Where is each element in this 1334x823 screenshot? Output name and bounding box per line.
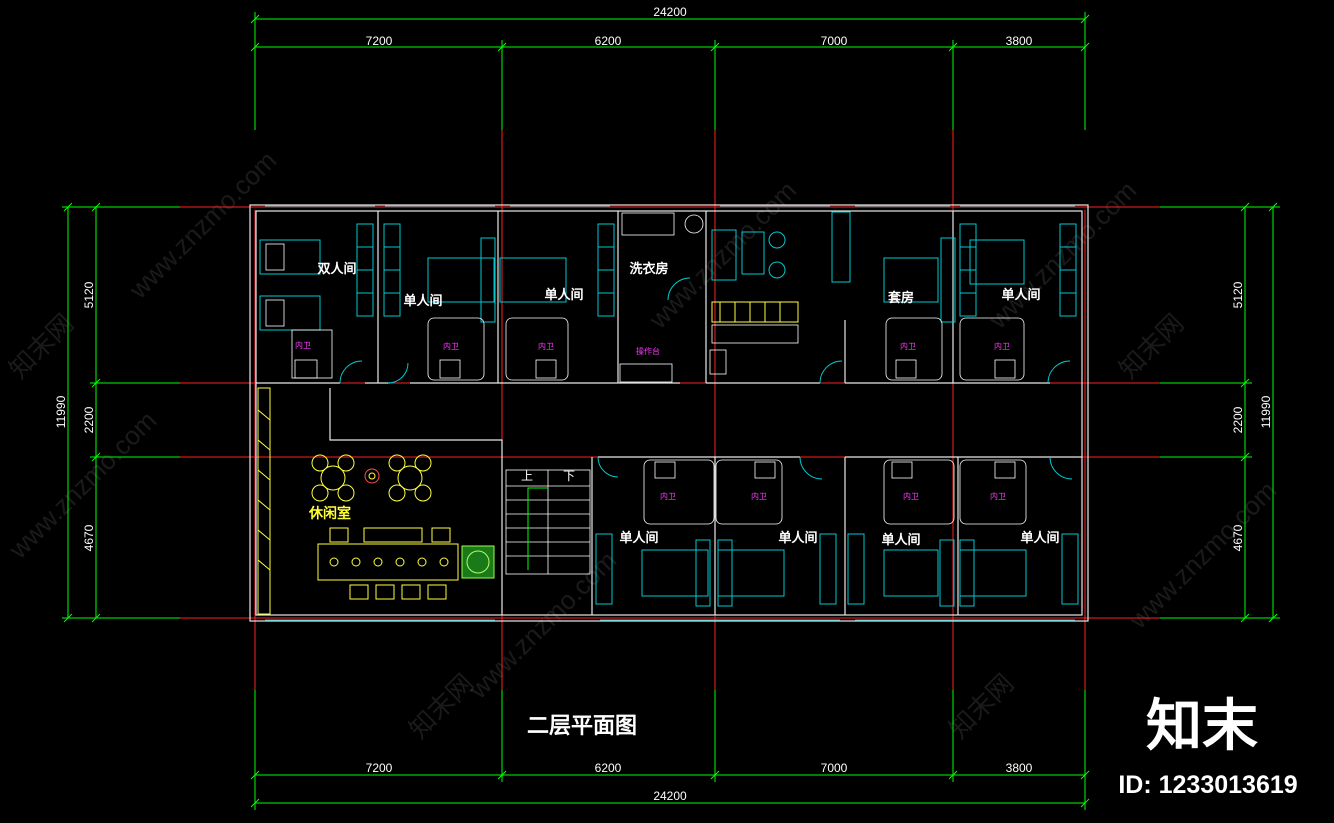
dim-left-seg-1: 5120	[82, 281, 96, 308]
bath-label: 内卫	[751, 491, 767, 501]
room-label-suite: 套房	[887, 290, 914, 306]
bath-label: 内卫	[990, 491, 1006, 501]
dimension-lines	[62, 12, 1280, 810]
room-label-single: 单人间	[619, 530, 658, 546]
dim-right-seg-2: 2200	[1231, 406, 1245, 433]
dim-bottom-seg-2: 6200	[595, 761, 622, 775]
dim-right-seg-3: 4670	[1231, 524, 1245, 551]
dim-top-seg-1: 7200	[366, 34, 393, 48]
walls	[249, 204, 1089, 622]
room-label-single: 单人间	[778, 530, 817, 546]
room-label-laundry: 洗衣房	[629, 261, 668, 277]
dim-left-seg-2: 2200	[82, 406, 96, 433]
furniture	[257, 211, 1079, 615]
room-label-double: 双人间	[317, 261, 356, 277]
bath-label: 内卫	[295, 340, 311, 350]
dim-bottom-seg-4: 3800	[1006, 761, 1033, 775]
dim-bottom-seg-1: 7200	[366, 761, 393, 775]
room-label-single: 单人间	[403, 293, 442, 309]
room-label-lounge: 休闲室	[308, 505, 351, 522]
watermark-logo: 知末	[1146, 694, 1258, 759]
room-label-single: 单人间	[1020, 530, 1059, 546]
watermark-text: www.znzmo.com	[122, 145, 282, 305]
axis-grid	[180, 130, 1160, 690]
dim-top-seg-4: 3800	[1006, 34, 1033, 48]
bath-label: 内卫	[660, 491, 676, 501]
dim-bottom-seg-3: 7000	[821, 761, 848, 775]
dim-left-seg-3: 4670	[82, 524, 96, 551]
watermark-text: www.znzmo.com	[1122, 475, 1282, 635]
watermark-text: 知末网	[403, 668, 479, 744]
watermark-text: www.znzmo.com	[642, 175, 802, 335]
dim-bottom-total: 24200	[653, 789, 687, 803]
stair-up-label: 上	[521, 469, 533, 483]
bath-label: 内卫	[994, 341, 1010, 351]
dim-right-seg-1: 5120	[1231, 281, 1245, 308]
bath-label: 内卫	[900, 341, 916, 351]
dim-right-total: 11990	[1259, 395, 1273, 428]
dim-top-seg-2: 6200	[595, 34, 622, 48]
room-label-single: 单人间	[1001, 287, 1040, 303]
watermark-text: 知末网	[943, 668, 1019, 744]
drawing-title: 二层平面图	[527, 713, 637, 739]
watermark-text: www.znzmo.com	[982, 175, 1142, 335]
watermark-id: ID: 1233013619	[1118, 771, 1297, 799]
bath-label: 内卫	[538, 341, 554, 351]
room-label-single: 单人间	[544, 287, 583, 303]
dim-left-total: 11990	[54, 395, 68, 428]
watermark-text: 知末网	[1113, 308, 1189, 384]
stair-down-label: 下	[563, 469, 575, 483]
dim-top-total: 24200	[653, 5, 687, 19]
laundry-counter-label: 操作台	[636, 346, 660, 356]
room-label-single: 单人间	[881, 532, 920, 548]
bath-label: 内卫	[443, 341, 459, 351]
bath-label: 内卫	[903, 491, 919, 501]
dim-top-seg-3: 7000	[821, 34, 848, 48]
